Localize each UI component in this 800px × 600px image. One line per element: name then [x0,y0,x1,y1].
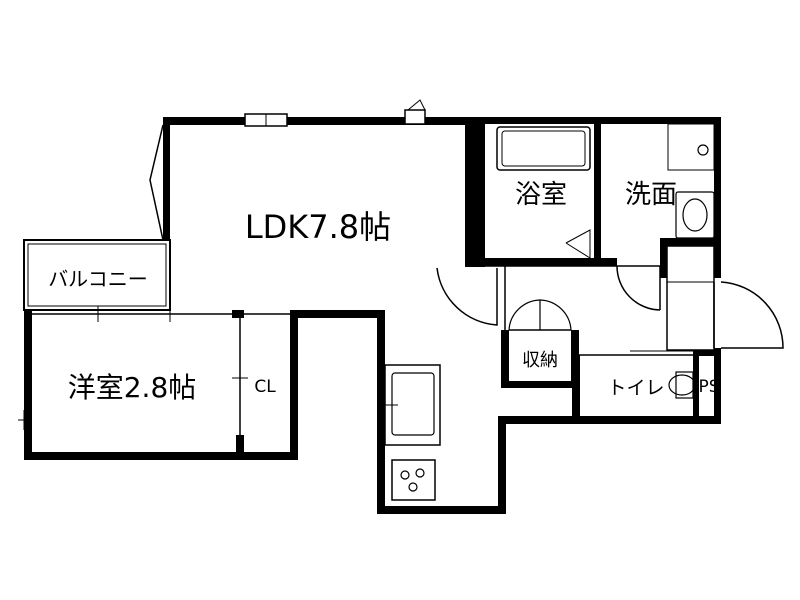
room-label-ldk: LDK7.8帖 [245,208,391,246]
room-label-bathroom: 浴室 [515,180,567,210]
walls [24,117,721,514]
room-label-closet: CL [254,377,276,397]
room-label-toilet: トイレ [607,377,664,399]
room-label-washroom: 洗面 [625,180,677,210]
room-label-western: 洋室2.8帖 [68,371,197,404]
room-label-storage: 収納 [522,350,558,371]
thin-lines [18,99,784,501]
room-label-balcony: バルコニー [48,267,148,291]
room-label-pipe-space: PS [698,377,719,397]
